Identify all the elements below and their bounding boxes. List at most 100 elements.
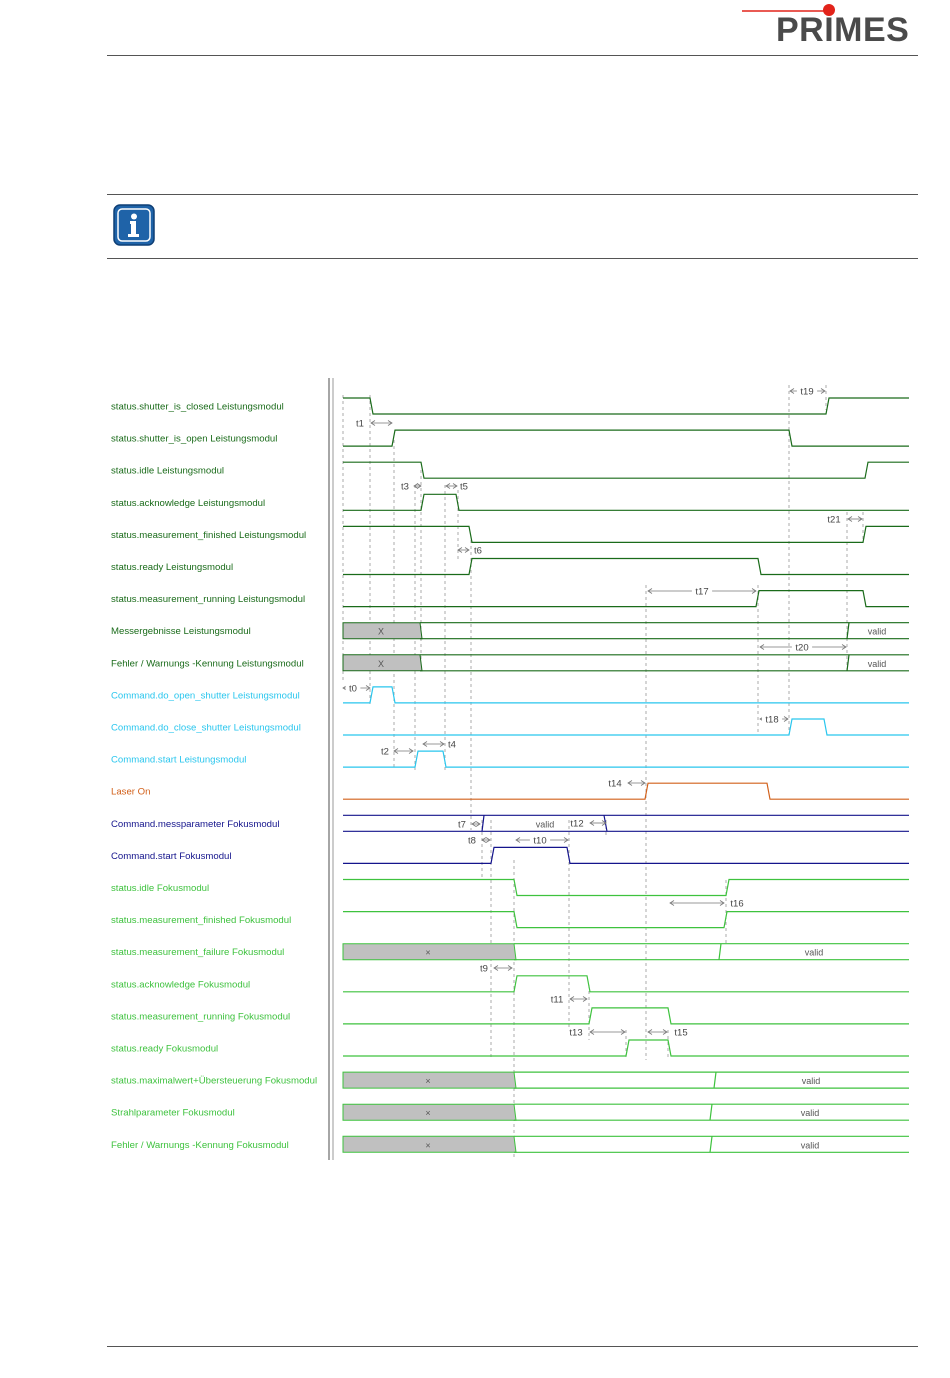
- timing-interval-t6: t6: [457, 546, 482, 557]
- info-box: [107, 194, 918, 259]
- waveform-s23-bus-edge: [709, 1104, 713, 1121]
- timing-label: t19: [800, 387, 813, 398]
- timing-interval-t4: t4: [422, 740, 456, 751]
- waveform-s17: [343, 910, 909, 929]
- waveform-s24-bus-text: ×: [425, 1140, 430, 1150]
- timing-label: t14: [608, 779, 621, 790]
- timing-interval-t3: t3: [401, 482, 422, 493]
- timing-interval-t8: t8: [468, 836, 491, 847]
- waveform-s9-bus-text: X: [378, 659, 384, 669]
- timing-interval-t20: t20: [759, 642, 847, 654]
- signal-label-s22: status.maximalwert+Übersteuerung Fokusmo…: [111, 1076, 317, 1087]
- info-icon: [113, 204, 155, 246]
- timing-interval-t14: t14: [608, 779, 646, 790]
- signal-label-s2: status.shutter_is_open Leistungsmodul: [111, 434, 277, 445]
- signal-label-s3: status.idle Leistungsmodul: [111, 466, 224, 477]
- waveform-s14-bus-edge: [481, 815, 485, 832]
- timing-label: t8: [468, 836, 476, 847]
- waveform-s8-bus-edge: [846, 622, 850, 639]
- logo-wordmark: PRIMES: [776, 11, 910, 49]
- timing-interval-t2: t2: [381, 747, 414, 758]
- timing-label: t10: [533, 836, 546, 847]
- waveform-s13: [343, 782, 909, 800]
- logo-dot-icon: [823, 4, 835, 16]
- waveform-s9-bus-text: valid: [868, 659, 887, 669]
- timing-interval-t5: t5: [445, 482, 468, 493]
- signal-label-s8: Messergebnisse Leistungsmodul: [111, 626, 251, 637]
- waveform-s5: [343, 525, 909, 544]
- timing-label: t9: [480, 964, 488, 975]
- signal-label-s4: status.acknowledge Leistungsmodul: [111, 498, 265, 509]
- waveform-s22-bus-text: ×: [425, 1076, 430, 1086]
- waveform-s1: [343, 397, 909, 415]
- waveform-s4: [343, 493, 909, 511]
- timing-interval-t1: t1: [356, 419, 393, 430]
- timing-interval-t12: t12: [570, 819, 607, 830]
- timing-label: t16: [730, 899, 743, 910]
- waveform-s24-bus-edge: [709, 1136, 713, 1153]
- waveform-s8-bus-text: X: [378, 627, 384, 637]
- signal-label-s18: status.measurement_failure Fokusmodul: [111, 947, 284, 958]
- signal-label-s10: Command.do_open_shutter Leistungsmodul: [111, 690, 300, 701]
- timing-label: t11: [551, 995, 564, 1006]
- waveform-s18-bus-text: valid: [805, 948, 824, 958]
- waveform-s18-bus-edge: [718, 943, 722, 960]
- waveform-s23-bus-text: ×: [425, 1108, 430, 1118]
- waveform-s16: [343, 878, 909, 897]
- header-rule: [107, 55, 918, 56]
- signal-label-s6: status.ready Leistungsmodul: [111, 562, 233, 573]
- signal-label-s19: status.acknowledge Fokusmodul: [111, 979, 250, 990]
- waveform-s22-bus-edge: [713, 1072, 717, 1089]
- waveform-s9-bus-edge: [846, 654, 850, 671]
- waveform-s21: [343, 1039, 909, 1057]
- signal-label-s1: status.shutter_is_closed Leistungsmodul: [111, 402, 284, 413]
- timing-interval-t15: t15: [647, 1028, 688, 1039]
- timing-label: t3: [401, 482, 409, 493]
- waveform-s15: [343, 846, 909, 865]
- timing-label: t2: [381, 747, 389, 758]
- signal-label-s20: status.measurement_running Fokusmodul: [111, 1011, 290, 1022]
- timing-interval-t10: t10: [515, 835, 569, 847]
- signal-label-s12: Command.start Leistungsmodul: [111, 755, 246, 766]
- waveform-s3: [343, 461, 909, 479]
- timing-interval-t11: t11: [551, 995, 588, 1006]
- signal-label-s15: Command.start Fokusmodul: [111, 851, 232, 862]
- timing-label: t13: [569, 1028, 582, 1039]
- timing-label: t1: [356, 419, 364, 430]
- waveform-s6: [343, 557, 909, 576]
- timing-label: t5: [460, 482, 468, 493]
- waveform-s10: [343, 686, 909, 704]
- signal-label-s17: status.measurement_finished Fokusmodul: [111, 915, 291, 926]
- timing-interval-t16: t16: [669, 899, 744, 910]
- signal-label-s24: Fehler / Warnungs -Kennung Fokusmodul: [111, 1140, 289, 1151]
- timing-label: t21: [827, 515, 840, 526]
- timing-interval-t7: t7: [458, 820, 481, 831]
- timing-interval-t18: t18: [759, 714, 789, 726]
- timing-label: t18: [765, 715, 778, 726]
- timing-label: t0: [349, 684, 357, 695]
- waveform-s7: [343, 589, 909, 608]
- signal-label-s5: status.measurement_finished Leistungsmod…: [111, 530, 306, 541]
- footer-rule: [107, 1346, 918, 1347]
- timing-interval-t21: t21: [827, 515, 863, 526]
- timing-label: t7: [458, 820, 466, 831]
- signal-label-s9: Fehler / Warnungs -Kennung Leistungsmodu…: [111, 658, 304, 669]
- waveform-s22-bus-text: valid: [802, 1076, 821, 1086]
- signal-label-s11: Command.do_close_shutter Leistungsmodul: [111, 723, 301, 734]
- primes-logo: [742, 4, 835, 16]
- signal-label-s23: Strahlparameter Fokusmodul: [111, 1108, 235, 1119]
- signal-label-s7: status.measurement_running Leistungsmodu…: [111, 594, 305, 605]
- waveform-s12: [343, 750, 909, 768]
- timing-interval-t17: t17: [647, 586, 757, 598]
- timing-interval-t0: t0: [342, 683, 371, 695]
- waveform-s8-bus-text: valid: [868, 627, 887, 637]
- waveform-s18-bus-text: ×: [425, 948, 430, 958]
- timing-label: t12: [570, 819, 583, 830]
- waveform-s24-bus-text: valid: [801, 1140, 820, 1150]
- timing-interval-t19: t19: [789, 386, 826, 398]
- waveform-s19: [343, 975, 909, 993]
- timing-label: t6: [474, 546, 482, 557]
- timing-interval-t13: t13: [569, 1028, 626, 1039]
- waveform-s14-bus-text: valid: [536, 819, 555, 829]
